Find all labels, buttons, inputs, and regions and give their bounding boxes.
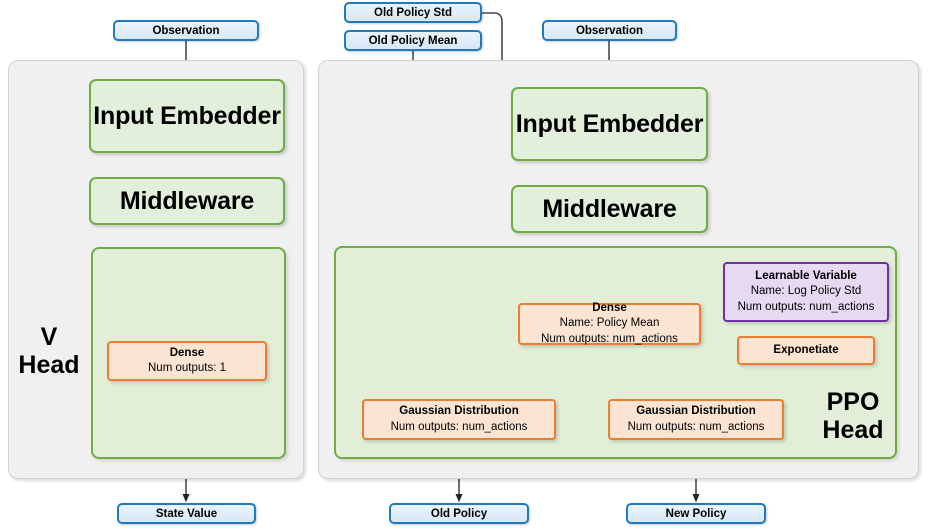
- output-state-value-label: State Value: [155, 507, 218, 520]
- ppo-learnable-variable-outputs: Num outputs: num_actions: [737, 300, 875, 313]
- ppo-dense-name: Name: Policy Mean: [559, 317, 660, 330]
- input-old-policy-std[interactable]: Old Policy Std: [344, 2, 482, 23]
- output-new-policy-label: New Policy: [665, 507, 727, 520]
- v-head-caption-line1: V: [40, 323, 58, 351]
- ppo-head-caption-line2: Head: [822, 416, 884, 444]
- ppo-gaussian-new-box[interactable]: Gaussian Distribution Num outputs: num_a…: [608, 399, 784, 440]
- input-old-policy-std-label: Old Policy Std: [374, 6, 452, 19]
- v-head-caption-line2: Head: [18, 351, 80, 379]
- ppo-dense-policy-mean-box[interactable]: Dense Name: Policy Mean Num outputs: num…: [518, 302, 701, 345]
- ppo-learnable-variable-box[interactable]: Learnable Variable Name: Log Policy Std …: [723, 262, 889, 322]
- ppo-head-caption: PPO Head: [810, 388, 896, 444]
- input-observation-v[interactable]: Observation: [113, 20, 259, 41]
- output-state-value[interactable]: State Value: [117, 503, 256, 524]
- input-observation-v-label: Observation: [152, 24, 220, 37]
- ppo-input-embedder-label: Input Embedder: [515, 109, 704, 138]
- input-old-policy-mean[interactable]: Old Policy Mean: [344, 30, 482, 51]
- ppo-exponentiate-box[interactable]: Exponetiate: [737, 336, 875, 365]
- ppo-gaussian-old-title: Gaussian Distribution: [399, 405, 519, 418]
- v-dense-box[interactable]: Dense Num outputs: 1: [107, 341, 267, 381]
- v-head-caption: V Head: [10, 323, 88, 379]
- ppo-gaussian-old-outputs: Num outputs: num_actions: [390, 420, 528, 433]
- v-middleware-label: Middleware: [119, 186, 255, 215]
- ppo-dense-title: Dense: [592, 302, 627, 315]
- output-new-policy[interactable]: New Policy: [626, 503, 766, 524]
- ppo-learnable-variable-title: Learnable Variable: [755, 270, 857, 283]
- v-dense-outputs: Num outputs: 1: [148, 362, 226, 374]
- ppo-middleware-label: Middleware: [542, 194, 677, 223]
- input-observation-ppo-label: Observation: [575, 24, 644, 37]
- ppo-middleware-box[interactable]: Middleware: [511, 185, 708, 233]
- ppo-gaussian-new-outputs: Num outputs: num_actions: [627, 420, 765, 433]
- v-input-embedder-label: Input Embedder: [93, 101, 281, 130]
- ppo-exponentiate-label: Exponetiate: [773, 343, 839, 356]
- v-middleware-box[interactable]: Middleware: [89, 177, 285, 225]
- ppo-learnable-variable-name: Name: Log Policy Std: [750, 285, 862, 298]
- input-observation-ppo[interactable]: Observation: [542, 20, 677, 41]
- ppo-head-caption-line1: PPO: [826, 388, 880, 416]
- ppo-gaussian-new-title: Gaussian Distribution: [636, 405, 756, 418]
- ppo-input-embedder-box[interactable]: Input Embedder: [511, 87, 708, 161]
- v-input-embedder-box[interactable]: Input Embedder: [89, 79, 285, 153]
- v-dense-title: Dense: [169, 346, 205, 359]
- output-old-policy-label: Old Policy: [430, 507, 488, 520]
- ppo-dense-outputs: Num outputs: num_actions: [541, 332, 678, 345]
- input-old-policy-mean-label: Old Policy Mean: [368, 34, 458, 47]
- output-old-policy[interactable]: Old Policy: [389, 503, 529, 524]
- ppo-gaussian-old-box[interactable]: Gaussian Distribution Num outputs: num_a…: [362, 399, 556, 440]
